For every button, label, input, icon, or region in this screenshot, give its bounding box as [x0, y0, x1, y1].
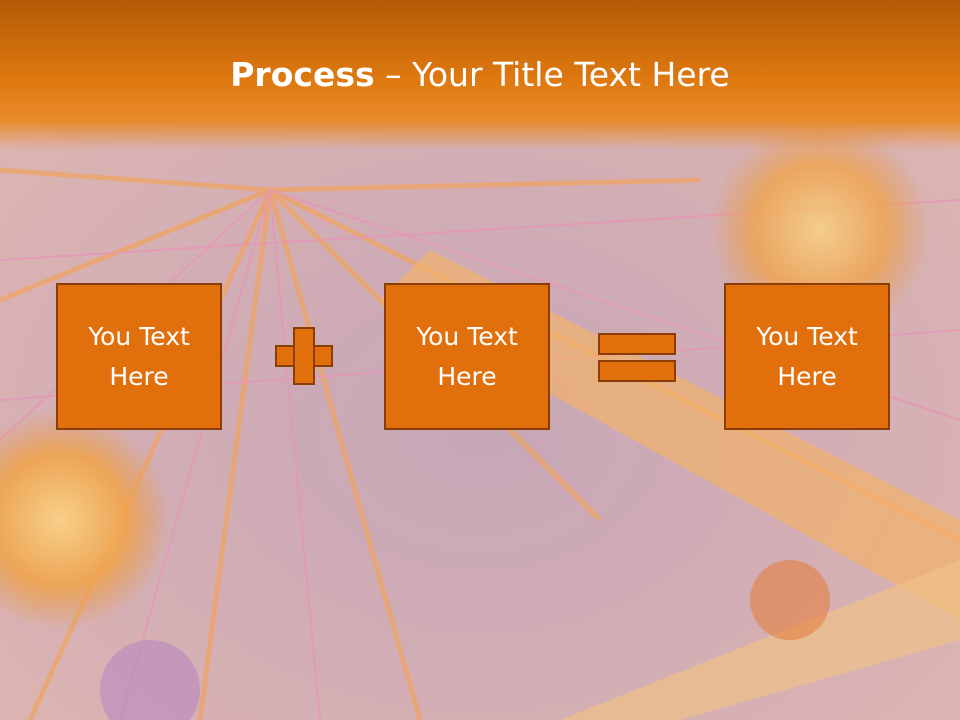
- process-box-2-text: You Text Here: [416, 321, 518, 391]
- title-rest: – Your Title Text Here: [374, 55, 730, 94]
- process-box-1[interactable]: You Text Here: [56, 283, 222, 430]
- title-bar: [0, 0, 960, 150]
- title-bold: Process: [230, 55, 375, 94]
- process-box-2[interactable]: You Text Here: [384, 283, 550, 430]
- process-box-1-text: You Text Here: [88, 321, 190, 391]
- process-box-3[interactable]: You Text Here: [724, 283, 890, 430]
- slide-title: Process – Your Title Text Here: [0, 52, 960, 98]
- process-box-3-text: You Text Here: [756, 321, 858, 391]
